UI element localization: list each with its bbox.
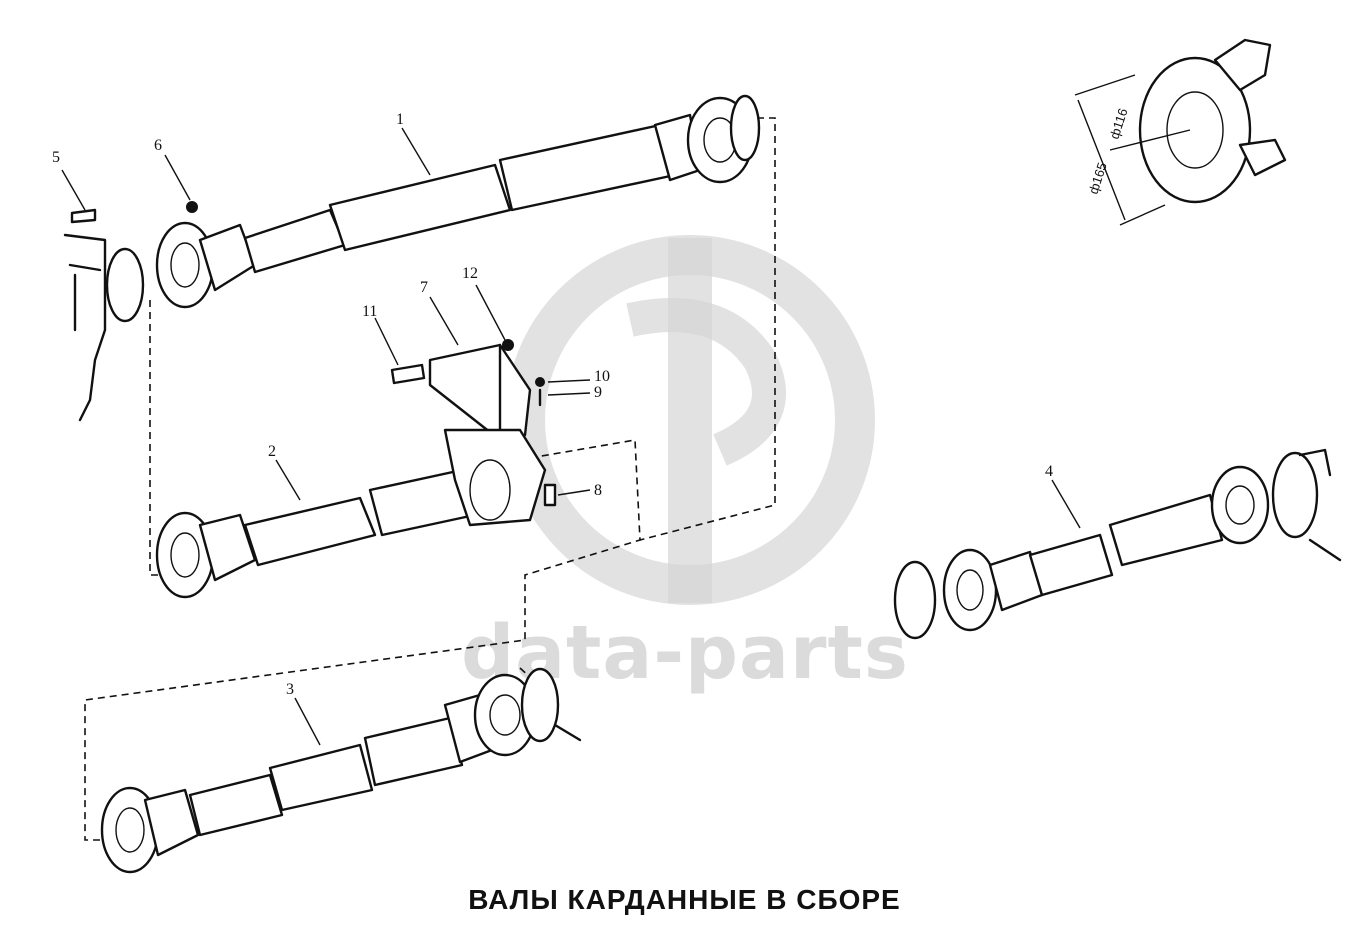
shaft-2 (155, 428, 557, 599)
callout-3: 3 (286, 681, 294, 698)
shaft-3 (100, 667, 582, 874)
dim-inner: ф116 (1107, 106, 1131, 141)
callout-10: 10 (594, 368, 610, 385)
dim-outer: ф165 (1086, 160, 1110, 195)
callout-8: 8 (594, 482, 602, 499)
callout-9: 9 (594, 384, 602, 401)
shaft-1 (155, 94, 761, 309)
watermark-logo (505, 235, 875, 605)
callout-7: 7 (420, 279, 428, 296)
bracket-7 (390, 339, 545, 442)
leader-lines (61, 127, 1081, 746)
callout-4: 4 (1045, 463, 1053, 480)
shaft-4 (893, 448, 1342, 640)
callout-2: 2 (268, 443, 276, 460)
callout-5: 5 (52, 149, 60, 166)
callout-1: 1 (396, 111, 404, 128)
bolt-6-dot (186, 201, 198, 213)
flange-detail (1074, 38, 1287, 226)
callout-12: 12 (462, 265, 478, 282)
callout-11: 11 (362, 303, 377, 320)
diagram-title: ВАЛЫ КАРДАННЫЕ В СБОРЕ (468, 884, 901, 915)
mount-left (63, 208, 145, 422)
callout-6: 6 (154, 137, 162, 154)
